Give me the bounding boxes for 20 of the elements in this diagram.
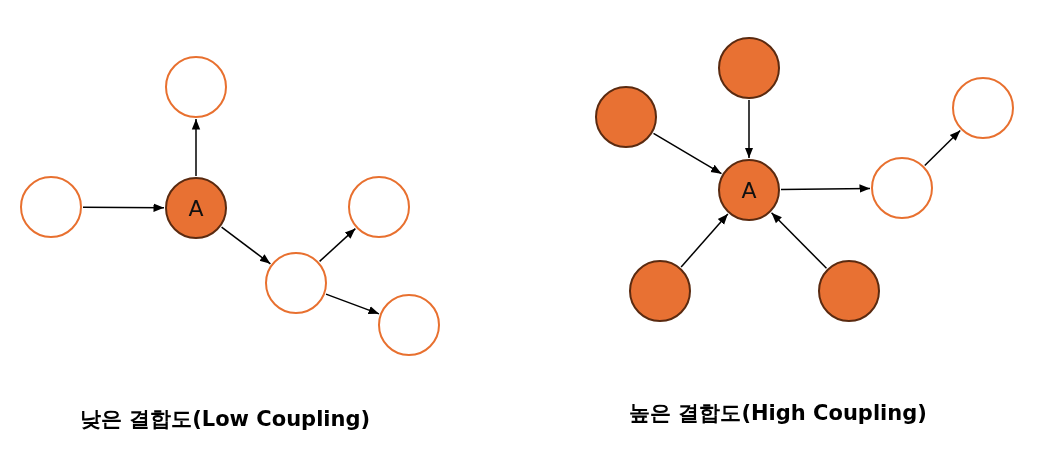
arrow (191, 118, 201, 177)
filled-circle-node (718, 159, 780, 221)
arrow (780, 184, 871, 193)
caption-text: 낮은 결합도(Low Coupling) (79, 406, 371, 433)
arrow (220, 226, 272, 265)
filled-circle-node (629, 260, 691, 322)
filled-circle-node (818, 260, 880, 322)
circle-node (265, 252, 327, 314)
arrow (318, 227, 357, 263)
arrow (652, 132, 723, 175)
arrow (82, 203, 165, 212)
arrow (325, 293, 380, 315)
node-label: A (741, 177, 757, 203)
caption-text: 높은 결합도(High Coupling) (629, 400, 927, 427)
circle-node (871, 157, 933, 219)
arrow (770, 212, 828, 269)
arrow (680, 213, 729, 268)
node-label: A (188, 195, 204, 221)
arrow (744, 99, 754, 159)
arrow (924, 129, 961, 167)
